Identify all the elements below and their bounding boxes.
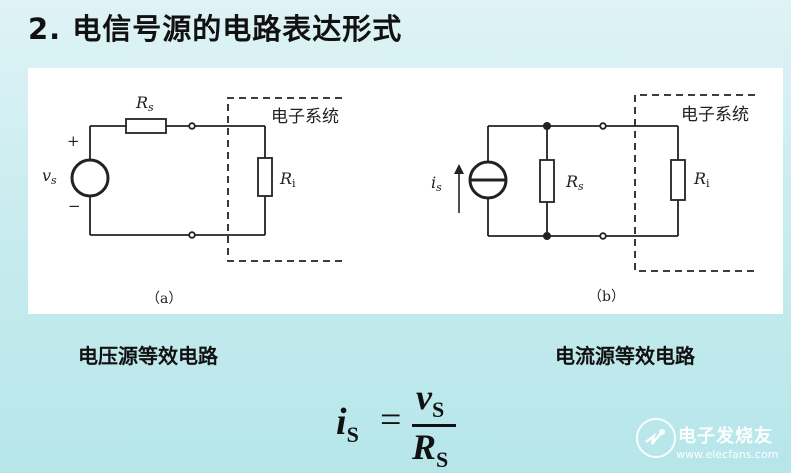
terminal <box>599 232 607 240</box>
load-resistor-label: Ri <box>279 169 296 190</box>
circuit-b <box>458 94 755 272</box>
elecfans-logo-icon <box>636 418 676 458</box>
watermark-url: www.elecfans.com <box>676 448 779 461</box>
formula-lhs: iS <box>336 401 359 447</box>
system-label: 电子系统 <box>271 107 339 127</box>
circuit-a <box>70 97 342 262</box>
shunt-resistor-label: Rs <box>565 172 584 193</box>
terminal <box>599 122 607 130</box>
source-label: is <box>431 173 442 194</box>
terminal <box>188 231 196 239</box>
system-boundary <box>634 94 755 272</box>
figure-label-a: （a） <box>146 291 182 307</box>
formula: iS = vS RS <box>336 377 456 472</box>
circuit-figure-panel: Rs + − vs Ri 电子系统 （a） <box>28 68 783 314</box>
watermark: 电子发烧友 www.elecfans.com <box>636 418 786 468</box>
terminal <box>188 122 196 130</box>
junction-dot <box>543 232 551 240</box>
caption-current-source: 电流源等效电路 <box>555 344 695 368</box>
formula-equals: = <box>380 399 402 441</box>
minus-sign: − <box>68 197 81 215</box>
load-resistor-label: Ri <box>693 169 710 190</box>
caption-voltage-source: 电压源等效电路 <box>78 344 218 368</box>
series-resistor <box>125 118 167 134</box>
system-label: 电子系统 <box>681 105 749 125</box>
source-label: vs <box>42 166 57 187</box>
watermark-title: 电子发烧友 <box>678 426 773 447</box>
formula-denominator: RS <box>412 427 449 472</box>
current-arrow-head <box>454 164 464 174</box>
junction-dot <box>543 122 551 130</box>
load-resistor <box>670 159 686 201</box>
system-boundary <box>227 97 342 262</box>
plus-sign: + <box>67 132 80 150</box>
circuit-diagrams: Rs + − vs Ri 电子系统 （a） <box>42 93 755 307</box>
fraction-bar <box>412 424 456 427</box>
figure-label-b: （b） <box>588 289 625 305</box>
series-resistor-label: Rs <box>135 93 154 114</box>
voltage-source-symbol <box>70 158 110 198</box>
load-resistor <box>257 157 273 197</box>
shunt-resistor <box>539 159 555 203</box>
slide-title: 2. 电信号源的电路表达形式 <box>28 12 403 46</box>
formula-numerator: vS <box>416 377 445 422</box>
